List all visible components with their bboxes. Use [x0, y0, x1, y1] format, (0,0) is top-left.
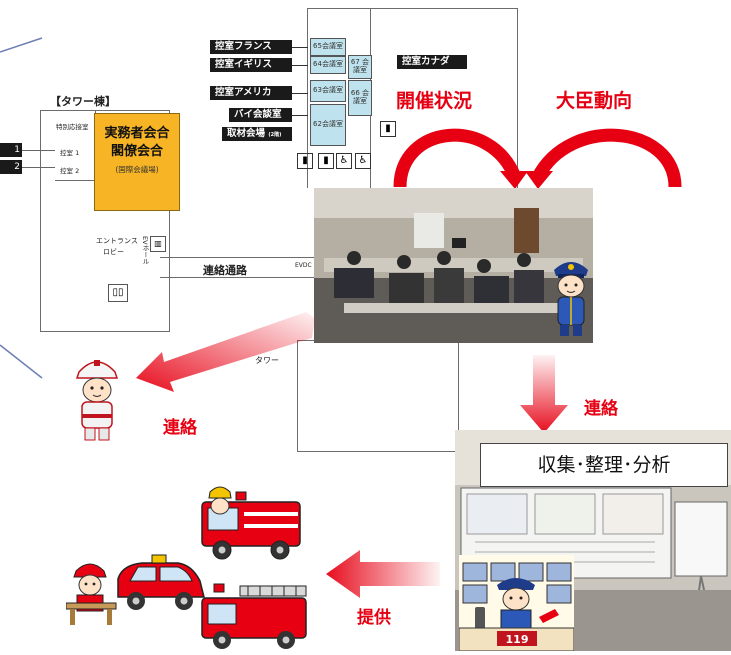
- tag-line-france: [292, 47, 308, 48]
- room-line-b: [22, 167, 55, 168]
- room-tag-press: 取材会場 (2階): [222, 127, 292, 141]
- firefighter-desk-icon: [65, 555, 120, 625]
- conference-room-photo: [314, 188, 593, 343]
- contact-arrow-down: [520, 355, 568, 433]
- press-small: (2階): [268, 132, 282, 138]
- accessible-icon: ♿: [336, 153, 352, 169]
- meeting-room-65: 65会議室: [310, 38, 346, 56]
- room-tag-uk: 控室イギリス: [210, 58, 292, 72]
- tower-label: 【タワー棟】: [50, 95, 116, 108]
- curved-arrows: [393, 128, 682, 189]
- police-mascot-icon: [548, 252, 594, 338]
- corridor-upper-wall: [160, 257, 320, 258]
- meeting-room-66: 66 会議室: [348, 80, 372, 116]
- tag-line-usa: [292, 93, 308, 94]
- provide-label: 提供: [357, 608, 391, 628]
- wing-wall-left: [307, 8, 308, 188]
- wing-wall-top: [307, 8, 517, 9]
- tower-bottom-label: タワー: [255, 356, 279, 365]
- tag-line-bilateral: [292, 115, 308, 116]
- restroom-icon-2: ▮: [297, 153, 313, 169]
- room-name-1: 控室 1: [60, 149, 80, 157]
- room-tag-usa: 控室アメリカ: [210, 86, 292, 100]
- left-num-2: 2: [0, 160, 22, 174]
- pointer-lines: [0, 37, 43, 379]
- main-hall-title-1: 実務者会合: [104, 126, 170, 141]
- command-center-icon: 119: [458, 555, 575, 652]
- room-tag-canada: 控室カナダ: [397, 55, 467, 69]
- collect-label: 収集･整理･分析: [537, 454, 671, 476]
- contact-arrow-left: [136, 312, 315, 392]
- ladder-truck-icon: [200, 570, 314, 651]
- room-tag-bilateral: バイ会談室: [229, 108, 292, 122]
- tag-line-uk: [292, 65, 308, 66]
- status-label: 開催状況: [396, 90, 473, 112]
- contact-left-label: 連絡: [163, 418, 197, 438]
- main-hall: 実務者会合 閣僚会合 (国際会議場): [94, 113, 180, 211]
- tower-lower-block: [297, 340, 459, 452]
- meeting-room-64: 64会議室: [310, 56, 346, 74]
- restroom-icon-3: ▮: [318, 153, 334, 169]
- floor-plan: 【タワー棟】 1 2 特別応接室 控室 1 控室 2 実務者会合 閣僚会合 (国…: [0, 8, 518, 452]
- ambulance-icon: [112, 551, 208, 615]
- lobby-label: ロビー: [103, 248, 124, 256]
- firefighter-mascot-icon: [73, 352, 121, 442]
- stair-icon: ▥: [150, 236, 166, 252]
- left-num-1: 1: [0, 143, 22, 157]
- conference-room-scene: [314, 188, 593, 343]
- entrance-label: エントランス: [96, 237, 138, 245]
- main-hall-title-2: 閣僚会合: [110, 144, 163, 159]
- fire-truck-icon: [200, 482, 306, 562]
- accessible-icon-2: ♿: [355, 153, 371, 169]
- corridor-label: 連絡通路: [203, 264, 247, 277]
- room-line-a: [22, 150, 55, 151]
- provide-arrow: [326, 550, 440, 598]
- press-text: 取材会場: [227, 128, 266, 139]
- meeting-room-63: 63会議室: [310, 80, 346, 102]
- minister-label: 大臣動向: [556, 90, 633, 112]
- ev-hall-label: EVホール: [141, 236, 149, 265]
- meeting-room-67: 67 会議室: [348, 55, 372, 79]
- tower-outline: [40, 110, 170, 332]
- room-name-0: 特別応接室: [56, 123, 89, 131]
- evdc-label: EVDC: [295, 262, 312, 269]
- wing-wall-right: [517, 8, 518, 188]
- main-hall-sub: (国際会議場): [115, 165, 159, 174]
- collect-label-box: 収集･整理･分析: [480, 443, 728, 487]
- room-tag-france: 控室フランス: [210, 40, 292, 54]
- meeting-room-62: 62会議室: [310, 104, 346, 146]
- restroom-icon-4: ▮: [380, 121, 396, 137]
- room-name-2: 控室 2: [60, 167, 80, 175]
- sign-119: 119: [506, 633, 529, 646]
- corridor-lower-wall: [160, 277, 320, 278]
- contact-right-label: 連絡: [584, 399, 618, 419]
- restroom-icon: ▯▯: [108, 284, 128, 302]
